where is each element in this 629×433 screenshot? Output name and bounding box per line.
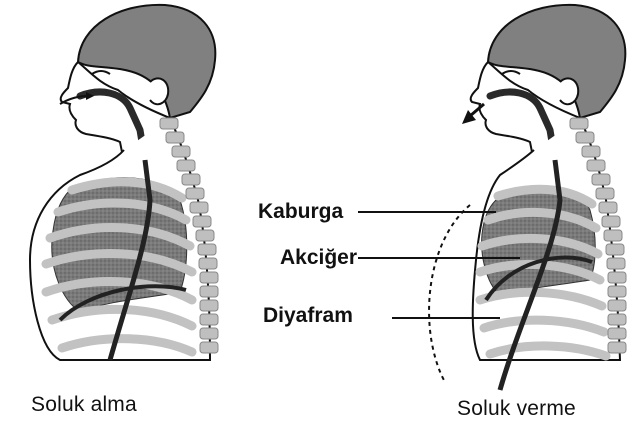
chest-dashed-outline (429, 205, 470, 382)
eye (502, 71, 520, 74)
label-diaphragm: Diyafram (263, 304, 353, 328)
caption-inhale: Soluk alma (31, 393, 137, 417)
ear (150, 78, 168, 104)
label-lung: Akciğer (280, 246, 357, 270)
figure-inhale (30, 5, 218, 360)
label-ribs: Kaburga (258, 200, 343, 224)
caption-exhale: Soluk verme (457, 397, 576, 421)
figure-exhale (429, 5, 626, 390)
ear (560, 78, 578, 104)
eye (92, 71, 110, 74)
